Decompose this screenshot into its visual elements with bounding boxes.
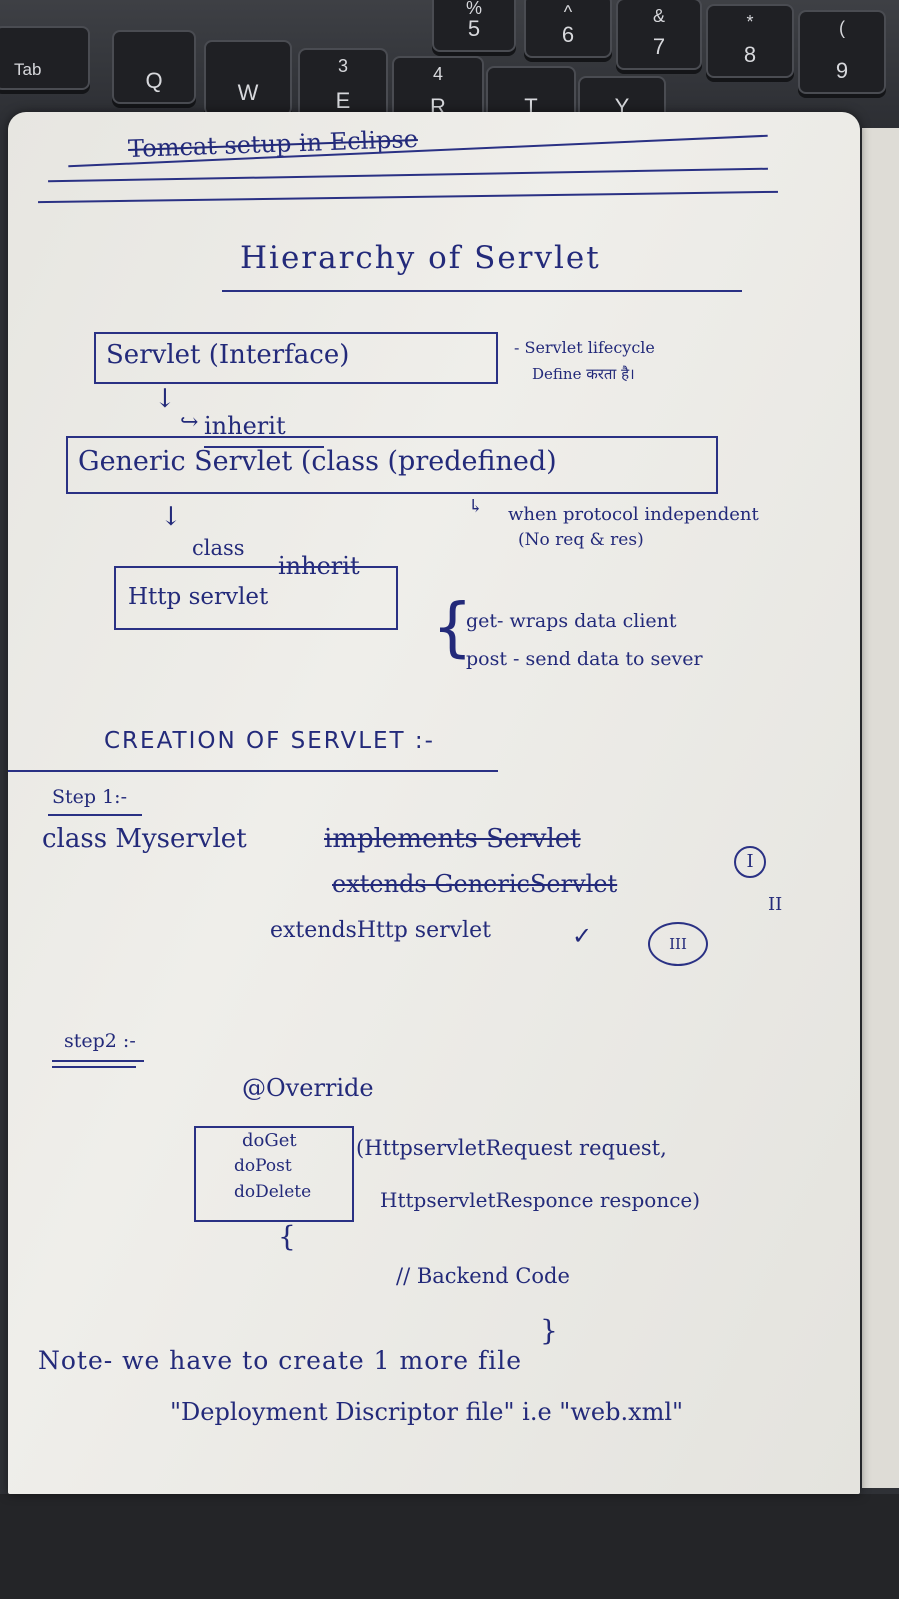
override-annotation: @Override xyxy=(242,1074,374,1102)
method-doget: doGet xyxy=(242,1130,297,1151)
creation-underline xyxy=(8,770,498,772)
r-key-top: 4 xyxy=(432,64,443,84)
generic-servlet-box xyxy=(66,436,718,494)
method-dodelete: doDelete xyxy=(234,1182,312,1202)
servlet-interface-box xyxy=(94,332,498,384)
arrow-down-icon: ↓ xyxy=(160,502,182,532)
title-scribble-2 xyxy=(48,167,768,183)
step1-extends-generic-struck: extends GenericServlet xyxy=(332,870,618,898)
check-mark-icon: ✓ xyxy=(572,922,593,950)
http-servlet-box xyxy=(114,566,398,630)
keyboard: Tab Q W 3 E 4 R T Y % 5 ^ 6 & 7 * 8 ( 9 xyxy=(0,0,899,130)
step2-underline-1 xyxy=(52,1060,144,1062)
inherit-underline-1 xyxy=(204,446,324,448)
step2-underline-2 xyxy=(52,1066,136,1068)
step1-marker-1: I xyxy=(734,846,766,878)
key-9: ( 9 xyxy=(798,10,886,94)
title-scribble-3 xyxy=(38,190,778,204)
adjacent-page xyxy=(862,128,899,1488)
step1-class-decl: class Myservlet xyxy=(42,824,247,854)
method-dopost: doPost xyxy=(234,1156,292,1176)
generic-servlet-label: Generic Servlet (class (predefined) xyxy=(78,446,557,477)
key-8-label: 8 xyxy=(743,42,757,67)
desk-surface xyxy=(0,1494,899,1599)
arrow-down-icon: ↓ xyxy=(154,384,176,414)
no-req-res-note: (No req & res) xyxy=(518,530,644,550)
key-7: & 7 xyxy=(616,0,702,70)
method-brace-open: { xyxy=(278,1220,296,1253)
key-5-label: 5 xyxy=(467,16,481,41)
key-8: * 8 xyxy=(706,4,794,78)
tab-key-label: Tab xyxy=(14,60,42,79)
step1-underline xyxy=(48,814,142,816)
servlet-lifecycle-note: - Servlet lifecycle xyxy=(514,338,655,357)
creation-heading: CREATION OF SERVLET :- xyxy=(104,728,435,754)
step1-implements-struck: implements Servlet xyxy=(324,824,581,854)
key-9-top: ( xyxy=(839,18,845,38)
class-label: class xyxy=(192,536,245,560)
servlet-define-note: Define करता है। xyxy=(532,365,635,383)
tab-key: Tab xyxy=(0,26,90,90)
servlet-interface-label: Servlet (Interface) xyxy=(106,340,350,370)
q-key-label: Q xyxy=(145,68,163,93)
brace-icon: { xyxy=(432,591,473,665)
method-brace-close: } xyxy=(540,1314,558,1347)
method-box xyxy=(194,1126,354,1222)
protocol-independent-note: when protocol independent xyxy=(508,504,759,525)
key-8-top: * xyxy=(746,12,754,32)
backend-code-comment: // Backend Code xyxy=(396,1264,570,1288)
heading-underline xyxy=(222,290,742,292)
key-6: ^ 6 xyxy=(524,0,612,58)
step2-label: step2 :- xyxy=(64,1030,136,1052)
key-5: % 5 xyxy=(432,0,516,52)
arrow-hook-icon: ↳ xyxy=(468,496,484,517)
key-5-top: % xyxy=(465,0,482,18)
key-6-top: ^ xyxy=(563,2,573,22)
params-line-2: HttpservletResponce responce) xyxy=(380,1188,701,1212)
page-heading: Hierarchy of Servlet xyxy=(240,240,601,276)
note-line-2: "Deployment Discriptor file" i.e "web.xm… xyxy=(170,1398,684,1426)
step1-marker-2: II xyxy=(768,894,783,915)
e-key-label: E xyxy=(335,88,351,113)
params-line-1: (HttpservletRequest request, xyxy=(356,1136,667,1160)
http-servlet-label: Http servlet xyxy=(128,584,269,610)
inherit-label-1: inherit xyxy=(204,412,286,440)
step1-extends-http: extendsHttp servlet xyxy=(270,918,491,943)
notebook-page: Tomcat setup in Eclipse Hierarchy of Ser… xyxy=(8,112,860,1494)
key-7-label: 7 xyxy=(652,34,666,59)
key-7-top: & xyxy=(652,6,665,26)
e-key-top: 3 xyxy=(337,56,348,76)
key-6-label: 6 xyxy=(561,22,575,47)
w-key: W xyxy=(204,40,292,116)
inherit-hook-icon: ↪ xyxy=(180,410,199,435)
e-key: 3 E xyxy=(298,48,388,124)
step1-label: Step 1:- xyxy=(52,786,128,808)
q-key: Q xyxy=(112,30,196,104)
http-post-note: post - send data to sever xyxy=(466,648,703,670)
key-9-label: 9 xyxy=(835,58,849,83)
note-line-1: Note- we have to create 1 more file xyxy=(38,1346,522,1375)
http-get-note: get- wraps data client xyxy=(466,610,677,632)
step1-marker-3: III xyxy=(648,922,708,966)
w-key-label: W xyxy=(237,80,259,105)
